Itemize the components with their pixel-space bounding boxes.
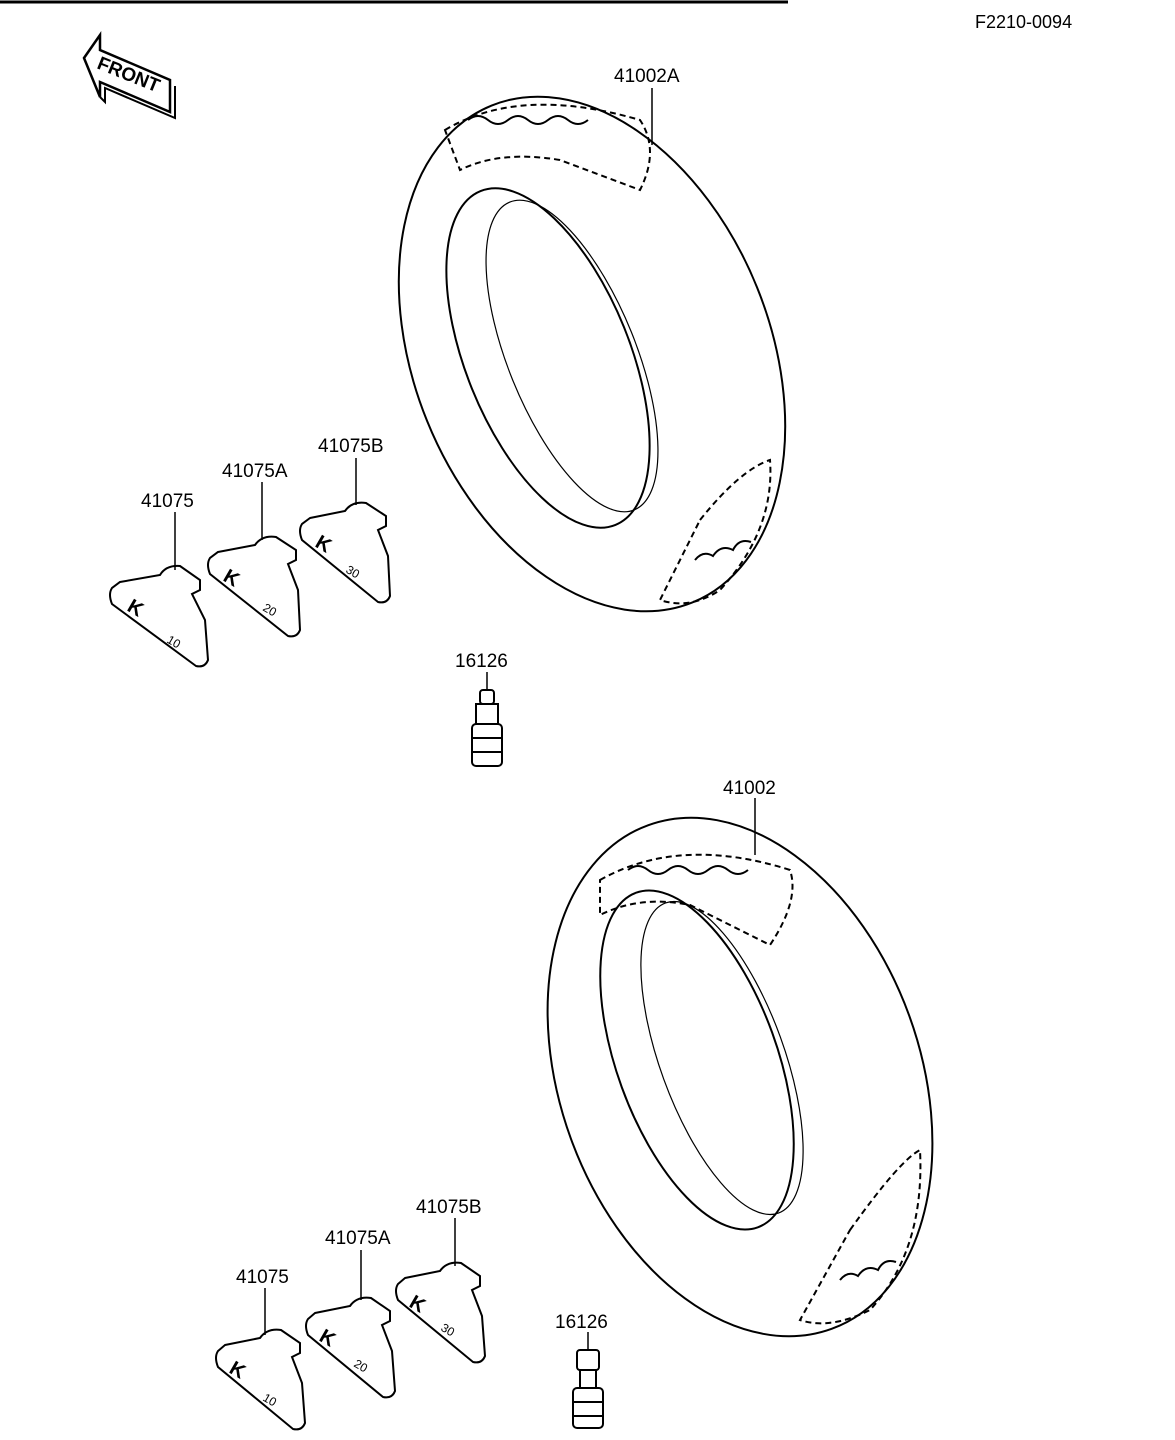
upper-weight-41075: 10 K bbox=[109, 564, 210, 668]
lower-valve-icon bbox=[572, 1349, 604, 1429]
upper-weight-41075B: 30 K bbox=[299, 501, 392, 604]
lower-weight-41075A-mark: 20 bbox=[352, 1356, 371, 1375]
lower-tire bbox=[546, 816, 934, 1338]
upper-weight-41075-mark: 10 bbox=[165, 632, 184, 651]
upper-weight-41075A-mark: 20 bbox=[261, 600, 280, 619]
upper-tire bbox=[397, 95, 787, 613]
upper-weight-41075A: 20 K bbox=[207, 535, 302, 638]
lower-weight-41075B-mark: 30 bbox=[439, 1320, 458, 1339]
lower-weight-41075-label: 41075 bbox=[236, 1267, 289, 1288]
upper-tire-label: 41002A bbox=[614, 66, 680, 87]
upper-weight-41075-label: 41075 bbox=[141, 491, 194, 512]
lower-valve-label: 16126 bbox=[555, 1312, 608, 1333]
lower-weight-41075B-label: 41075B bbox=[416, 1197, 482, 1218]
lower-tire-label: 41002 bbox=[723, 778, 776, 799]
lower-weight-41075-mark: 10 bbox=[261, 1390, 280, 1409]
lower-weight-41075A-label: 41075A bbox=[325, 1228, 391, 1249]
upper-weight-41075B-label: 41075B bbox=[318, 436, 384, 457]
lower-weight-41075B: 30 K bbox=[395, 1261, 487, 1364]
upper-weight-41075A-label: 41075A bbox=[222, 461, 288, 482]
lower-weight-41075A: 20 K bbox=[305, 1296, 397, 1399]
diagram-code: F2210-0094 bbox=[975, 12, 1072, 32]
front-arrow-icon: FRONT bbox=[82, 31, 176, 120]
upper-weight-41075B-mark: 30 bbox=[344, 562, 363, 581]
upper-valve-label: 16126 bbox=[455, 651, 508, 672]
lower-weight-41075: 10 K bbox=[215, 1328, 307, 1431]
upper-valve-icon bbox=[471, 689, 503, 767]
